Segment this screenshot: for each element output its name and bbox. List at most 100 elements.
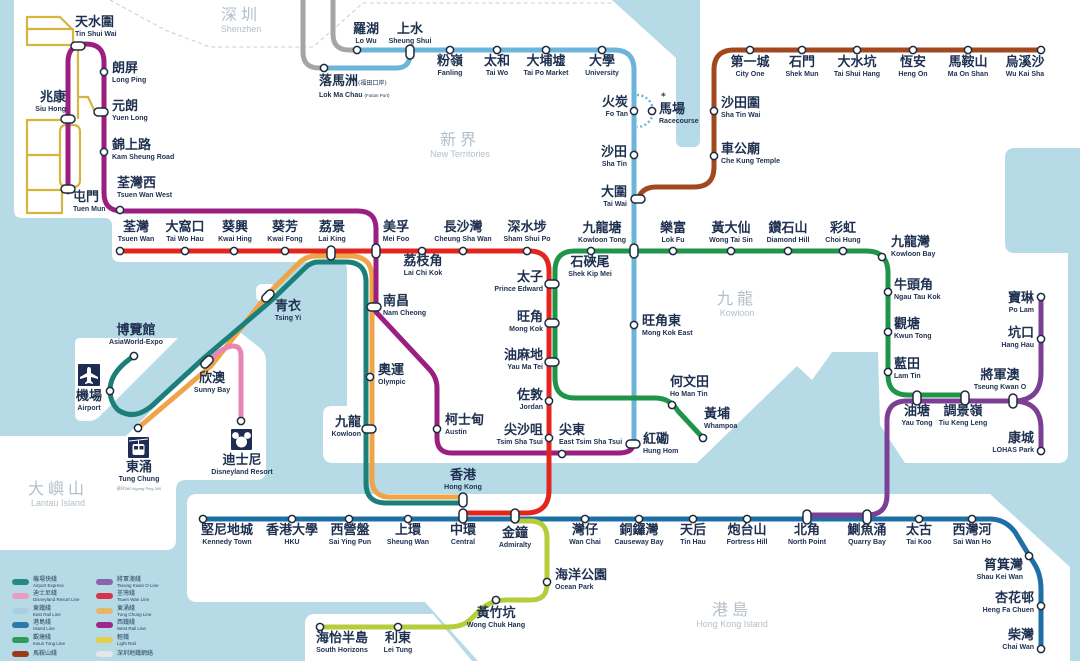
station-marker-wong-tai-sin	[726, 246, 736, 256]
station-name-zh: 黃大仙	[711, 221, 751, 236]
station-name-en: Fo Tan	[605, 111, 628, 118]
interchange-marker-yau-tong	[912, 390, 922, 406]
station-name-en: East Tsim Sha Tsui	[559, 439, 623, 446]
station-name-zh: 西灣河	[952, 523, 992, 538]
legend-label-zh: 將軍澳綫	[117, 575, 142, 583]
legend-swatch	[96, 637, 113, 643]
station-name-en: Heng On	[898, 71, 928, 78]
station-name-en: Disneyland Resort	[211, 469, 273, 476]
legend-label-en: Kwun Tong Line	[33, 640, 65, 646]
station-name-en: Tai Po Market	[523, 70, 569, 77]
station-marker-south-horizons	[315, 622, 325, 632]
station-name-en: Wu Kai Sha	[1005, 71, 1045, 78]
region-name-zh: 新界	[439, 130, 481, 149]
station-name-zh: 大圍	[600, 185, 627, 200]
station-name-zh: 佐敦	[516, 388, 543, 403]
station-marker-lei-tung	[393, 622, 403, 632]
legend-label-en: Tseung Kwan O Line	[117, 582, 159, 588]
station-name-zh: 海洋公園	[555, 568, 608, 583]
station-name-en: Sunny Bay	[193, 387, 231, 394]
station-name-zh: 太和	[483, 54, 511, 69]
station-name-en: Wong Tai Sin	[709, 237, 753, 244]
station-name-en: Yau Tong	[901, 420, 933, 427]
station-name-en: Sha Tin Wai	[721, 112, 761, 119]
station-name-zh: 尖東	[559, 423, 586, 438]
station-name-en: Lei Tung	[383, 647, 413, 654]
station-name-zh: 上水	[396, 22, 423, 37]
interchange-marker-yau-ma-tei	[544, 357, 560, 367]
station-name-zh: 美孚	[382, 220, 410, 235]
station-name-en: Tai Shui Hang	[833, 71, 881, 78]
station-marker-tai-po-market	[541, 45, 551, 55]
land-new-territories-kowloon	[14, 0, 1080, 463]
interchange-marker-tseung-kwan-o	[1008, 393, 1018, 409]
station-name-en: Che Kung Temple	[721, 158, 780, 165]
station-marker-tai-koo	[914, 514, 924, 524]
station-name-en: Lam Tin	[894, 373, 921, 380]
station-marker-causeway-bay	[634, 514, 644, 524]
region-name-en: Lantau Island	[30, 498, 86, 508]
station-name-zh: 牛頭角	[894, 278, 934, 293]
station-note-zh: (福田口岸)	[358, 80, 387, 87]
station-marker-diamond-hill	[783, 246, 793, 256]
station-marker-heng-on	[908, 45, 918, 55]
station-name-zh: 杏花邨	[994, 591, 1034, 606]
station-name-zh: 鰂魚涌	[847, 523, 887, 538]
station-name-en: Racecourse	[659, 118, 699, 125]
cable-car-icon	[128, 437, 149, 458]
station-marker-fanling	[445, 45, 455, 55]
station-name-zh: 尖沙咀	[503, 423, 543, 438]
interchange-marker-tin-shui-wai	[70, 41, 86, 51]
region-name-zh: 大嶼山	[27, 479, 89, 498]
station-name-en: Hung Hom	[643, 448, 679, 455]
station-marker-lo-wu	[352, 45, 362, 55]
legend-label-en: Light Rail	[117, 640, 136, 646]
station-name-zh: 南昌	[383, 294, 410, 309]
interchange-marker-tuen-mun	[60, 184, 76, 194]
station-name-zh: 兆康	[39, 90, 66, 105]
station-name-zh: 落馬洲	[319, 74, 359, 89]
station-name-zh: 火炭	[601, 95, 628, 110]
station-name-zh: 荔枝角	[403, 254, 443, 269]
station-marker-chai-wan	[1036, 644, 1046, 654]
station-name-en: Airport	[77, 405, 101, 412]
station-note-en: (Futian Port)	[364, 93, 390, 98]
legend-swatch	[12, 579, 29, 585]
region-name-zh: 深圳	[220, 5, 262, 24]
legend-swatch	[12, 608, 29, 614]
station-name-en: Tsim Sha Tsui	[496, 439, 543, 446]
legend-item-ma-on-shan-line: 馬鞍山綫	[12, 648, 57, 660]
legend-swatch	[12, 651, 29, 657]
station-name-zh: 藍田	[894, 357, 921, 372]
station-marker-university	[597, 45, 607, 55]
station-marker-che-kung-temple	[709, 151, 719, 161]
station-name-en: Lok Ma Chau	[319, 92, 363, 99]
island-line	[200, 516, 1044, 652]
station-marker-sham-shui-po	[522, 246, 532, 256]
station-name-zh: 天后	[679, 523, 707, 538]
